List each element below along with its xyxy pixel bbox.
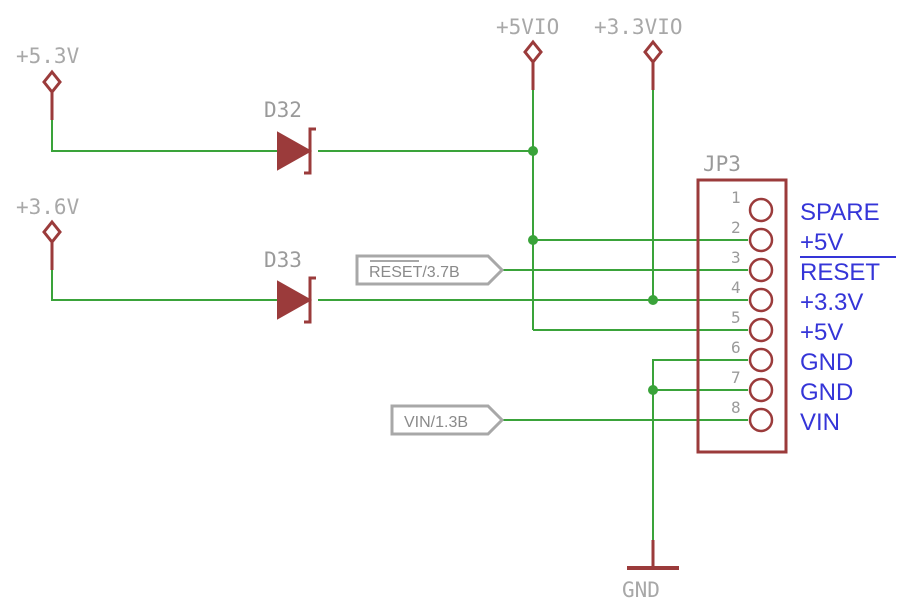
supply-label: +5VIO: [496, 15, 559, 39]
diode-d32[interactable]: D32: [264, 98, 316, 175]
net-flag-shape: [390, 404, 505, 436]
junction-dot: [648, 295, 658, 305]
connector-pin-3[interactable]: 3 RESET: [731, 248, 896, 286]
connector-pin-6[interactable]: 6 GND: [731, 338, 853, 376]
pin-label: VIN: [800, 409, 840, 436]
supply-3v3vio[interactable]: +3.3VIO: [594, 15, 683, 90]
pin-label: +3.3V: [800, 289, 863, 316]
diode-label: D33: [264, 248, 302, 272]
diode-cathode-bar: [304, 127, 316, 175]
connector-pin-7[interactable]: 7 GND: [731, 368, 853, 406]
diode-label: D32: [264, 98, 302, 122]
pin-number: 3: [731, 248, 741, 267]
supply-diamond-icon: [523, 39, 543, 65]
pin-label: GND: [800, 349, 853, 376]
pin-number: 5: [731, 308, 741, 327]
pin-label: +5V: [800, 319, 843, 346]
pin-circle-icon: [748, 347, 774, 373]
junction-dot: [648, 385, 658, 395]
supply-diamond-icon: [42, 69, 62, 95]
pin-label: +5V: [800, 229, 843, 256]
net-flag-label: VIN/1.3B: [404, 414, 468, 431]
pin-circle-icon: [748, 227, 774, 253]
pin-number: 8: [731, 398, 741, 417]
net-flag-label: RESET/3.7B: [369, 264, 460, 281]
connector-body: [696, 178, 788, 454]
connector-pin-8[interactable]: 8 VIN: [731, 398, 840, 436]
diode-triangle-icon: [277, 280, 313, 320]
connector-name: JP3: [703, 152, 741, 176]
wire-3v6-to-d33: [51, 270, 278, 301]
net-flag-shape: [355, 254, 505, 286]
connector-jp3[interactable]: JP3 1 SPARE 2 +5V 3 RESET 4 +3.3V 5 +5V: [696, 152, 896, 454]
connector-pin-1[interactable]: 1 SPARE: [731, 188, 880, 226]
pin-number: 2: [731, 218, 741, 237]
ground-symbol[interactable]: GND: [622, 540, 679, 602]
wire-gnd-pin6: [652, 359, 748, 540]
pin-label: GND: [800, 379, 853, 406]
junction-dot: [528, 146, 538, 156]
pin-circle-icon: [748, 317, 774, 343]
wires: [51, 90, 748, 540]
supply-3v6[interactable]: +3.6V: [16, 195, 80, 270]
pin-circle-icon: [748, 377, 774, 403]
junction-dot: [528, 235, 538, 245]
pin-circle-icon: [748, 287, 774, 313]
diode-triangle-icon: [277, 131, 313, 171]
diode-cathode-bar: [304, 276, 316, 324]
supply-label: +5.3V: [16, 44, 80, 68]
connector-pin-4[interactable]: 4 +3.3V: [731, 278, 863, 316]
supply-label: +3.6V: [16, 195, 80, 219]
pin-label: RESET: [800, 259, 880, 286]
net-flag-vin[interactable]: VIN/1.3B: [390, 404, 505, 436]
pin-circle-icon: [748, 407, 774, 433]
junctions: [528, 146, 658, 395]
supply-diamond-icon: [643, 39, 663, 65]
pin-number: 7: [731, 368, 741, 387]
supply-diamond-icon: [42, 219, 62, 245]
connector-pin-2[interactable]: 2 +5V: [731, 218, 843, 256]
wire-5v3-to-d32: [51, 120, 278, 152]
supply-label: +3.3VIO: [594, 15, 683, 39]
connector-pin-5[interactable]: 5 +5V: [731, 308, 843, 346]
pin-circle-icon: [748, 197, 774, 223]
pin-number: 4: [731, 278, 741, 297]
ground-label: GND: [622, 578, 660, 602]
diode-d33[interactable]: D33: [264, 248, 316, 324]
pin-number: 1: [731, 188, 741, 207]
supply-5vio[interactable]: +5VIO: [496, 15, 559, 90]
supply-5v3[interactable]: +5.3V: [16, 44, 80, 120]
pin-number: 6: [731, 338, 741, 357]
pin-label: SPARE: [800, 199, 880, 226]
pin-circle-icon: [748, 257, 774, 283]
net-flag-reset[interactable]: RESET/3.7B: [355, 254, 505, 286]
